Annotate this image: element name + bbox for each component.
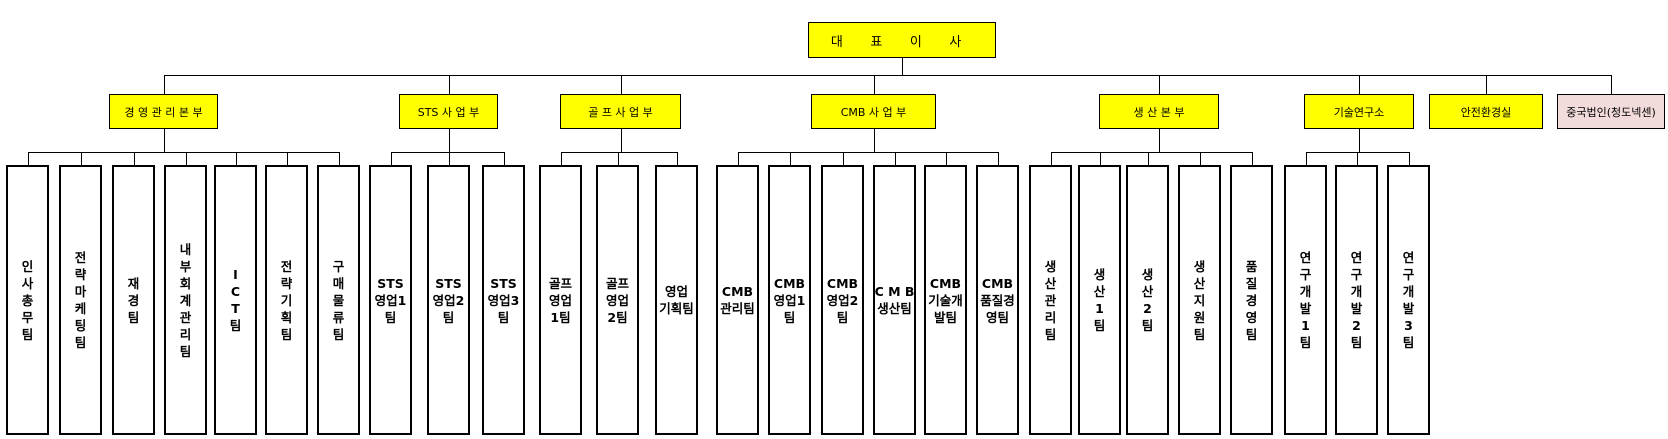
- division-box-sts: STS 사 업 부: [399, 94, 498, 129]
- connector-line: [618, 152, 619, 165]
- connector-line: [946, 152, 947, 165]
- connector-line: [1100, 152, 1101, 165]
- connector-line: [677, 152, 678, 165]
- team-box: 영업 기획팀: [655, 165, 698, 435]
- connector-line: [28, 152, 29, 165]
- team-box: STS 영업1 팀: [369, 165, 412, 435]
- connector-line: [1051, 152, 1253, 153]
- connector-line: [561, 152, 562, 165]
- team-box: 품 질 경 영 팀: [1230, 165, 1273, 435]
- team-box: 인 사 총 무 팀: [6, 165, 49, 435]
- connector-line: [738, 152, 999, 153]
- division-box-cmb: CMB 사 업 부: [811, 94, 936, 129]
- team-box: STS 영업3 팀: [482, 165, 525, 435]
- team-box: 연 구 개 발 3 팀: [1387, 165, 1430, 435]
- team-box: CMB 영업2 팀: [821, 165, 864, 435]
- connector-line: [236, 152, 237, 165]
- division-box-safety: 안전환경실: [1429, 94, 1543, 129]
- ceo-box: 대 표 이 사: [808, 22, 996, 58]
- division-box-production: 생 산 본 부: [1099, 94, 1219, 129]
- connector-line: [164, 129, 165, 152]
- team-box: 골프 영업 2팀: [596, 165, 639, 435]
- team-box: CMB 기술개 발팀: [924, 165, 967, 435]
- team-box: 생 산 1 팀: [1078, 165, 1121, 435]
- division-box-management: 경 영 관 리 본 부: [109, 94, 218, 129]
- team-box: 생 산 관 리 팀: [1029, 165, 1072, 435]
- team-box: 생 산 2 팀: [1126, 165, 1169, 435]
- connector-line: [504, 152, 505, 165]
- team-box: CMB 품질경 영팀: [976, 165, 1019, 435]
- connector-line: [874, 75, 875, 94]
- connector-line: [1159, 75, 1160, 94]
- connector-line: [843, 152, 844, 165]
- connector-line: [287, 152, 288, 165]
- connector-line: [81, 152, 82, 165]
- team-box: 전 략 기 획 팀: [265, 165, 308, 435]
- connector-line: [895, 152, 896, 165]
- team-box: 골프 영업 1팀: [539, 165, 582, 435]
- team-box: CMB 관리팀: [716, 165, 759, 435]
- connector-line: [902, 58, 903, 75]
- connector-line: [621, 75, 622, 94]
- team-box: C M B 생산팀: [873, 165, 916, 435]
- connector-line: [1159, 129, 1160, 152]
- connector-line: [874, 129, 875, 152]
- connector-line: [1200, 152, 1201, 165]
- connector-line: [339, 152, 340, 165]
- division-box-china: 중국법인(청도넥센): [1557, 94, 1665, 129]
- connector-line: [1051, 152, 1052, 165]
- connector-line: [1409, 152, 1410, 165]
- connector-line: [621, 129, 622, 152]
- team-box: 전 략 마 케 팅 팀: [59, 165, 102, 435]
- connector-line: [391, 152, 505, 153]
- connector-line: [28, 152, 340, 153]
- connector-line: [1148, 152, 1149, 165]
- connector-line: [1486, 75, 1487, 94]
- connector-line: [1611, 75, 1612, 94]
- connector-line: [738, 152, 739, 165]
- team-box: 구 매 물 류 팀: [317, 165, 360, 435]
- connector-line: [1306, 152, 1410, 153]
- connector-line: [164, 75, 165, 94]
- team-box: STS 영업2 팀: [427, 165, 470, 435]
- team-box: CMB 영업1 팀: [768, 165, 811, 435]
- connector-line: [449, 152, 450, 165]
- division-box-golf: 골 프 사 업 부: [560, 94, 681, 129]
- connector-line: [449, 129, 450, 152]
- team-box: 연 구 개 발 1 팀: [1284, 165, 1327, 435]
- team-box: 생 산 지 원 팀: [1178, 165, 1221, 435]
- connector-line: [1359, 129, 1360, 152]
- team-box: 내 부 회 계 관 리 팀: [164, 165, 207, 435]
- connector-line: [186, 152, 187, 165]
- team-box: I C T 팀: [214, 165, 257, 435]
- connector-line: [1252, 152, 1253, 165]
- team-box: 연 구 개 발 2 팀: [1335, 165, 1378, 435]
- connector-line: [561, 152, 678, 153]
- connector-line: [164, 75, 1612, 76]
- connector-line: [134, 152, 135, 165]
- connector-line: [998, 152, 999, 165]
- connector-line: [790, 152, 791, 165]
- connector-line: [391, 152, 392, 165]
- connector-line: [449, 75, 450, 94]
- connector-line: [1357, 152, 1358, 165]
- connector-line: [1306, 152, 1307, 165]
- division-box-research: 기술연구소: [1304, 94, 1414, 129]
- team-box: 재 경 팀: [112, 165, 155, 435]
- connector-line: [1359, 75, 1360, 94]
